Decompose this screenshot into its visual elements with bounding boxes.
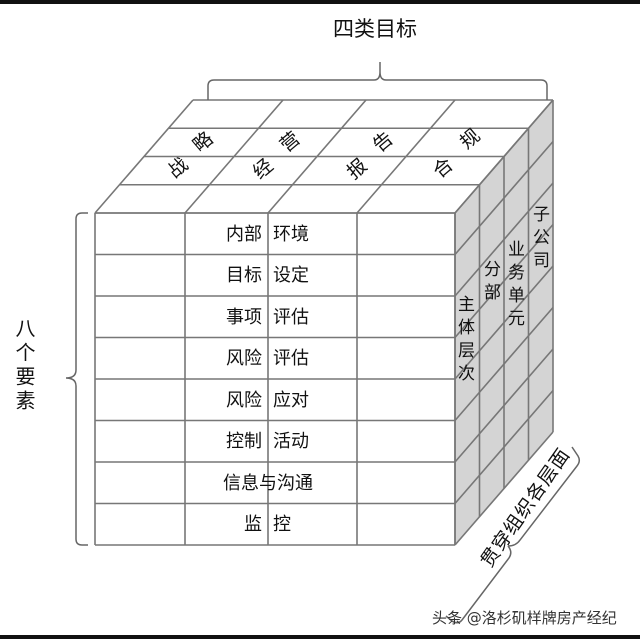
component-8-left: 监 bbox=[244, 514, 262, 535]
side-row-line bbox=[454, 223, 554, 339]
component-1-left: 内部 bbox=[226, 224, 262, 245]
side-row-line bbox=[454, 182, 554, 297]
component-4-left: 风险 bbox=[226, 348, 262, 369]
side-row-line bbox=[454, 348, 554, 463]
component-5-left: 风险 bbox=[226, 390, 262, 411]
components-title: 八个要素 bbox=[12, 318, 36, 414]
level-entity: 主体层次 bbox=[454, 295, 474, 387]
top-col-line bbox=[184, 99, 284, 214]
left-brace bbox=[65, 212, 88, 546]
component-8-right: 控 bbox=[273, 514, 291, 535]
objectives-title: 四类目标 bbox=[333, 17, 417, 41]
level-business-unit: 业务单元 bbox=[504, 240, 524, 332]
component-3-left: 事项 bbox=[226, 307, 262, 328]
component-1-right: 环境 bbox=[273, 224, 309, 245]
component-3-right: 评估 bbox=[273, 307, 309, 328]
component-5-right: 应对 bbox=[273, 390, 309, 411]
level-division: 分部 bbox=[480, 260, 500, 306]
right-brace bbox=[445, 446, 581, 624]
component-4-right: 评估 bbox=[273, 348, 309, 369]
top-col-line bbox=[356, 99, 456, 214]
top-border bbox=[0, 0, 640, 4]
component-6-right: 活动 bbox=[273, 431, 309, 452]
component-7: 信息与沟通 bbox=[223, 473, 313, 494]
side-row-line bbox=[454, 389, 554, 505]
top-col-line bbox=[94, 99, 194, 214]
side-row-line bbox=[454, 140, 554, 256]
side-row-line bbox=[454, 265, 554, 380]
watermark: 头条 @洛杉矶样牌房产经纪 bbox=[432, 609, 617, 627]
side-row-line bbox=[454, 431, 554, 546]
side-row-line bbox=[454, 99, 554, 214]
top-brace bbox=[207, 62, 548, 100]
component-6-left: 控制 bbox=[226, 431, 262, 452]
level-subsidiary: 子公司 bbox=[529, 205, 549, 274]
bottom-border bbox=[0, 635, 640, 639]
component-2-right: 设定 bbox=[273, 265, 309, 286]
side-row-line bbox=[454, 306, 554, 422]
component-2-left: 目标 bbox=[226, 265, 262, 286]
top-col-line bbox=[267, 99, 367, 214]
